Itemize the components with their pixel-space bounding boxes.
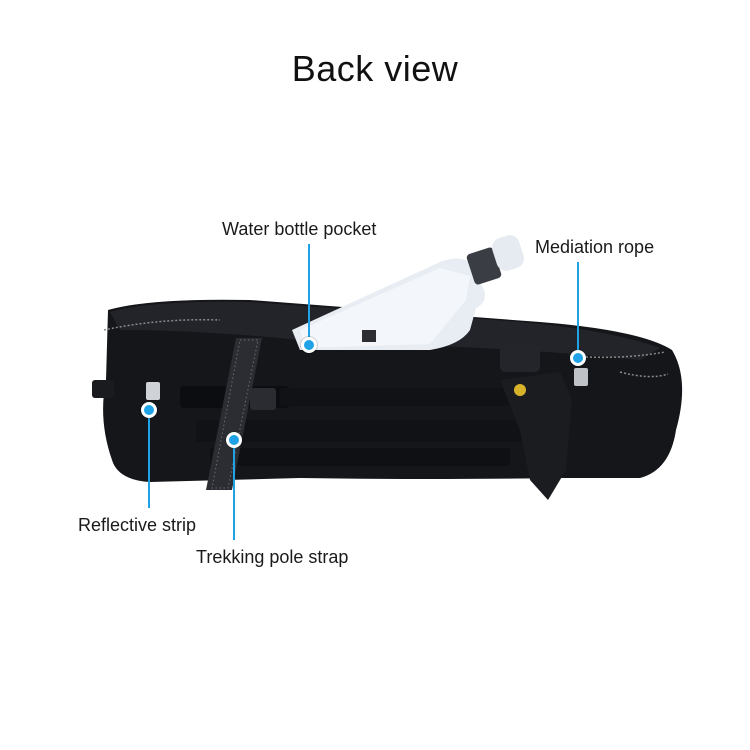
page-title: Back view: [291, 48, 459, 89]
callout-trekking-pole-strap: Trekking pole strap: [196, 547, 349, 567]
trekking-poles: [180, 346, 572, 500]
callout-line-trekking-pole-strap: [233, 440, 235, 540]
callout-reflective-strip: Reflective strip: [78, 515, 197, 535]
callout-line-reflective-strip: [148, 410, 150, 508]
callout-line-water-bottle: [308, 244, 310, 344]
callout-water-bottle-pocket: Water bottle pocket: [222, 219, 377, 239]
callout-dot-mediation-rope: [570, 350, 586, 366]
callout-dot-trekking-pole-strap: [226, 432, 242, 448]
side-clip: [92, 380, 114, 398]
callout-dot-water-bottle: [301, 337, 317, 353]
callout-mediation-rope: Mediation rope: [535, 237, 655, 257]
webbing-strap: [206, 338, 262, 490]
callout-dot-reflective-strip: [141, 402, 157, 418]
reflective-buckle: [146, 382, 160, 400]
callout-line-mediation-rope: [577, 262, 579, 356]
water-bottle: [292, 235, 524, 350]
